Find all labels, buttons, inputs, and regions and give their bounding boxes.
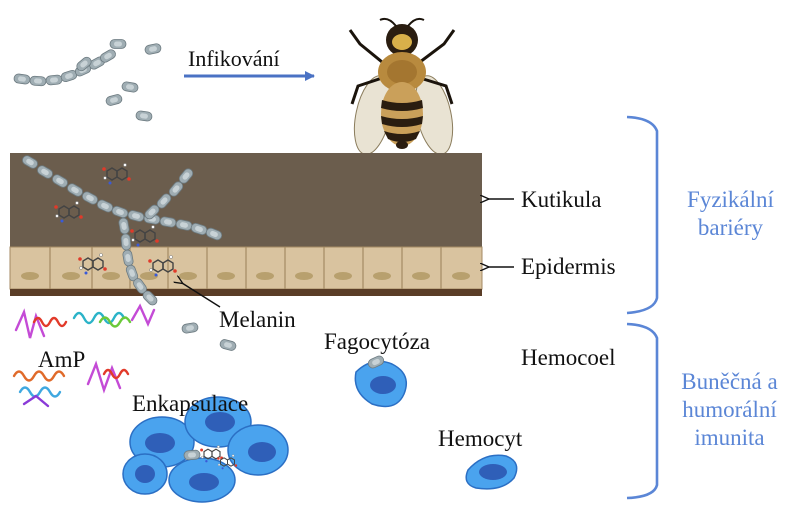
hemocyte-cell — [466, 455, 516, 489]
physical-barriers-label: Fyzikální bariéry — [668, 186, 793, 242]
bee-illustration — [348, 19, 459, 158]
melanin-label: Melanin — [219, 308, 296, 331]
hemocoel-label: Hemocoel — [521, 346, 616, 369]
amp-label: AmP — [38, 348, 85, 371]
cuticle-layer — [10, 153, 482, 247]
cuticle-label: Kutikula — [521, 188, 602, 211]
fungal-hypha-top — [13, 48, 117, 86]
epidermis-label: Epidermis — [521, 255, 616, 278]
basement-membrane — [10, 289, 482, 296]
immunity-bracket — [627, 324, 657, 498]
encapsulation-label: Enkapsulace — [132, 392, 248, 415]
phagocytosis-label: Fagocytóza — [324, 330, 430, 353]
infection-label: Infikování — [188, 48, 280, 70]
phagocytosing-hemocyte — [355, 355, 406, 407]
hemocyte-label: Hemocyt — [438, 427, 522, 450]
cellular-immunity-label: Buněčná a humorální imunita — [664, 368, 795, 452]
physical-barriers-bracket — [627, 117, 657, 313]
